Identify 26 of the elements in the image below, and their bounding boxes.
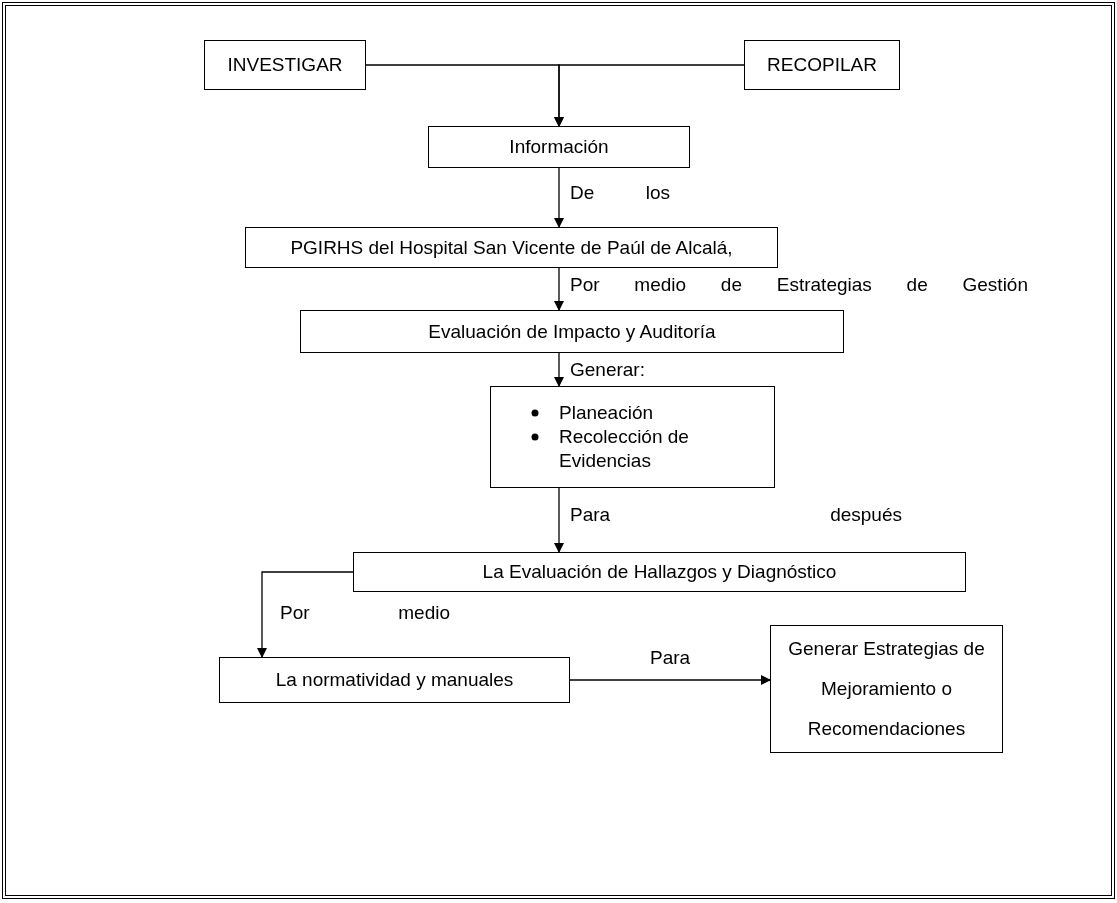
box-text: PGIRHS del Hospital San Vicente de Paúl de Alcalá, <box>290 235 733 260</box>
arrow <box>257 571 354 658</box>
process-box <box>428 126 690 168</box>
process-box <box>245 227 778 268</box>
process-box <box>744 40 900 90</box>
box-text: INVESTIGAR <box>227 53 343 77</box>
box-text: Generar Estrategias de Mejoramiento o Recomendaciones <box>787 637 986 741</box>
arrow <box>554 487 564 553</box>
box-text: La Evaluación de Hallazgos y Diagnóstico <box>482 560 837 584</box>
process-box <box>770 625 1003 753</box>
process-box <box>490 386 775 488</box>
list-item: Recolección de Evidencias <box>559 425 690 473</box>
process-box <box>353 552 966 592</box>
arrow <box>554 267 564 311</box>
arrow <box>554 352 564 387</box>
arrow <box>569 675 771 685</box>
process-box <box>300 310 844 353</box>
arrow <box>554 64 745 127</box>
box-text: Evaluación de Impacto y Auditoría <box>428 319 716 344</box>
box-text: La normatividad y manuales <box>275 668 514 692</box>
list-item: Planeación <box>559 401 654 425</box>
box-text: RECOPILAR <box>767 53 877 77</box>
process-box <box>219 657 570 703</box>
process-box <box>204 40 366 90</box>
box-text: Información <box>509 135 609 159</box>
arrow <box>554 167 564 228</box>
